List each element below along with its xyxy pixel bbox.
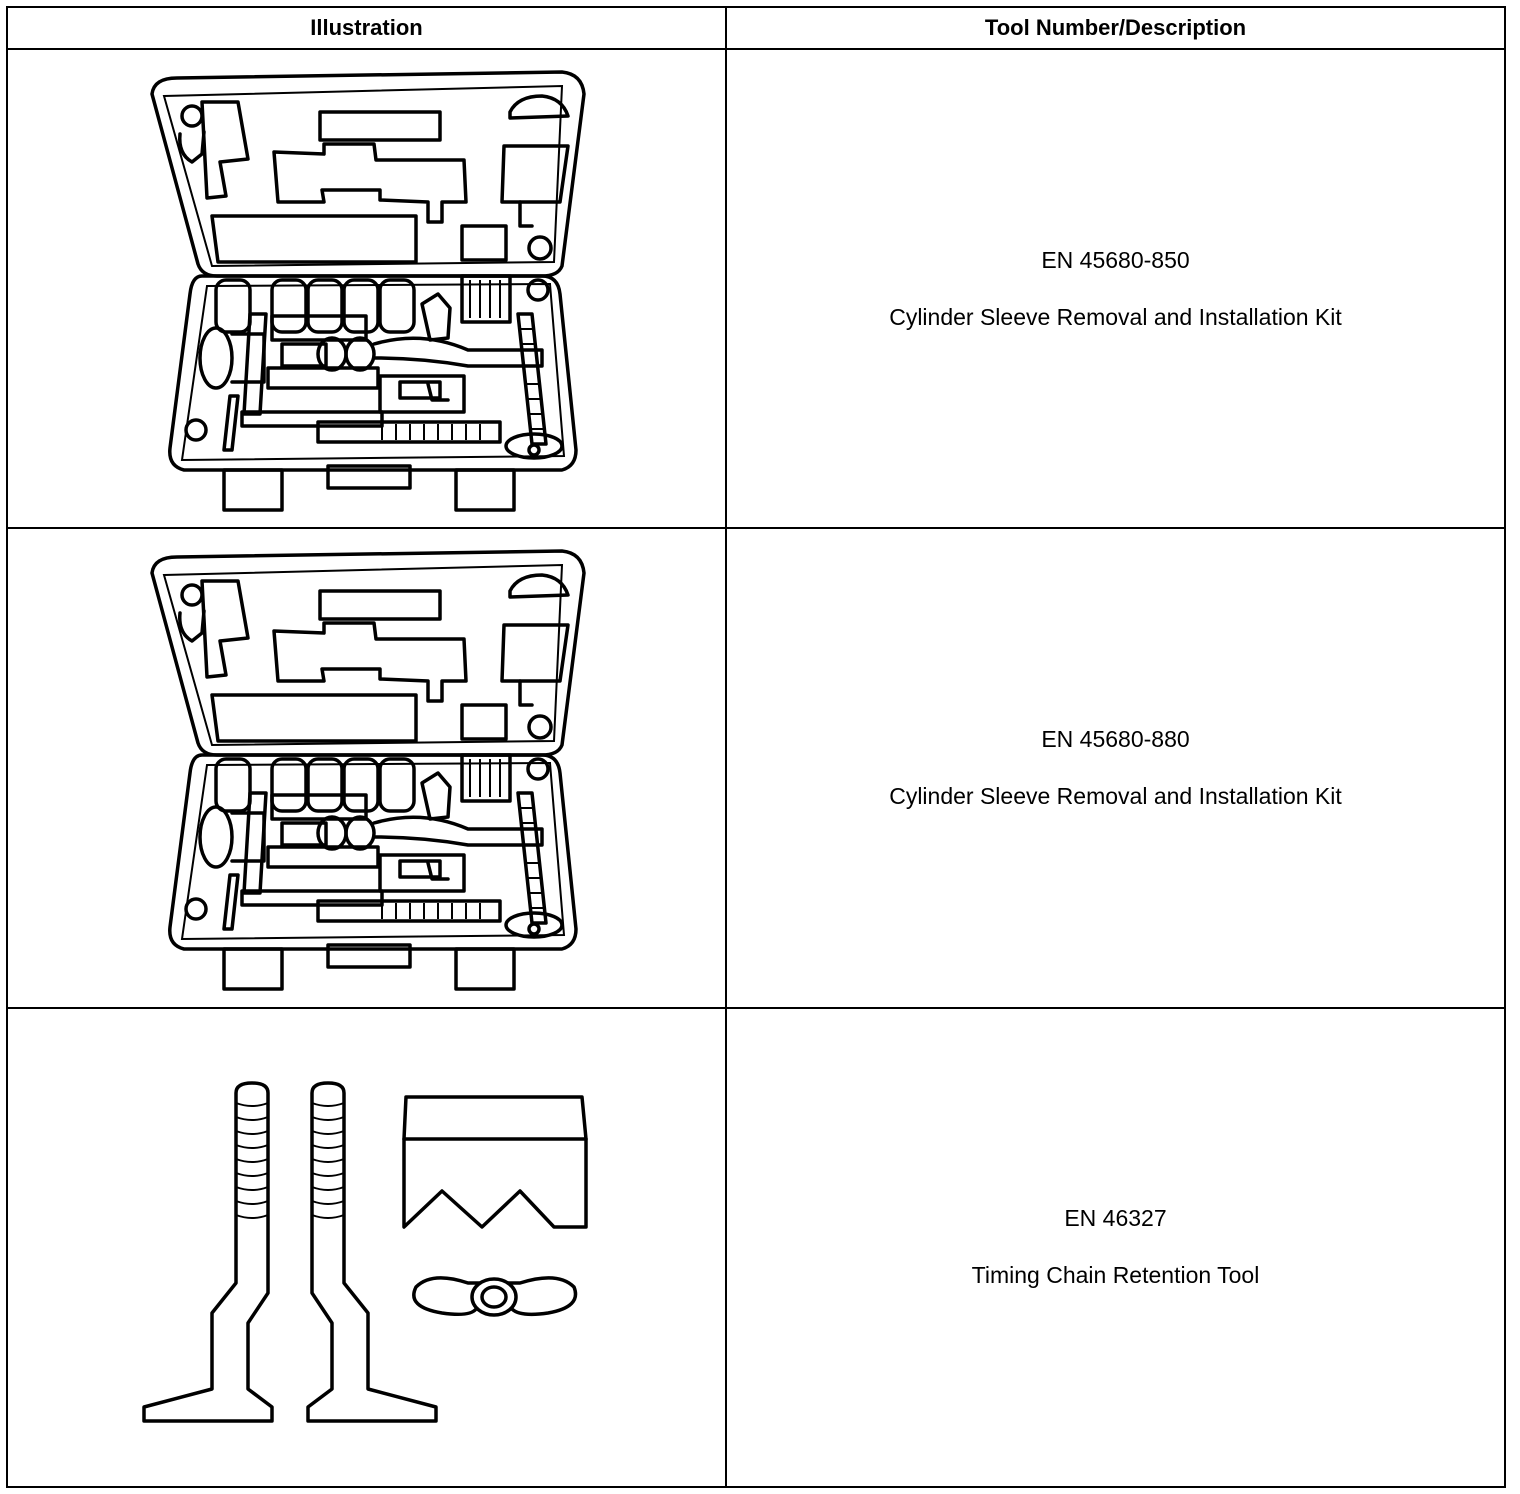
table-row: EN 45680-880 Cylinder Sleeve Removal and…: [6, 527, 1506, 1009]
timing-chain-retention-tool-illustration: [142, 1080, 588, 1423]
illustration-cell: [6, 48, 727, 530]
description-cell: EN 46327 Timing Chain Retention Tool: [725, 1006, 1506, 1489]
header-illustration: Illustration: [6, 5, 727, 51]
tool-description: Timing Chain Retention Tool: [971, 1262, 1260, 1289]
tool-description: Cylinder Sleeve Removal and Installation…: [889, 783, 1342, 810]
header-tool-description: Tool Number/Description: [725, 5, 1506, 51]
illustration-cell: [6, 1006, 727, 1489]
table-row: EN 45680-850 Cylinder Sleeve Removal and…: [6, 48, 1506, 530]
tool-number: EN 45680-880: [1041, 726, 1190, 753]
description-cell: EN 45680-880 Cylinder Sleeve Removal and…: [725, 527, 1506, 1009]
tool-number: EN 45680-850: [1041, 246, 1190, 273]
tool-kit-case-illustration: [150, 70, 586, 512]
table-row: EN 46327 Timing Chain Retention Tool: [6, 1006, 1506, 1489]
table-header-row: Illustration Tool Number/Description: [6, 5, 1506, 51]
tool-table: Illustration Tool Number/Description EN …: [6, 5, 1506, 1489]
illustration-cell: [6, 527, 727, 1009]
tool-description: Cylinder Sleeve Removal and Installation…: [889, 303, 1342, 330]
tool-number: EN 46327: [1064, 1205, 1167, 1232]
tool-kit-case-illustration: [150, 549, 586, 992]
description-cell: EN 45680-850 Cylinder Sleeve Removal and…: [725, 48, 1506, 530]
